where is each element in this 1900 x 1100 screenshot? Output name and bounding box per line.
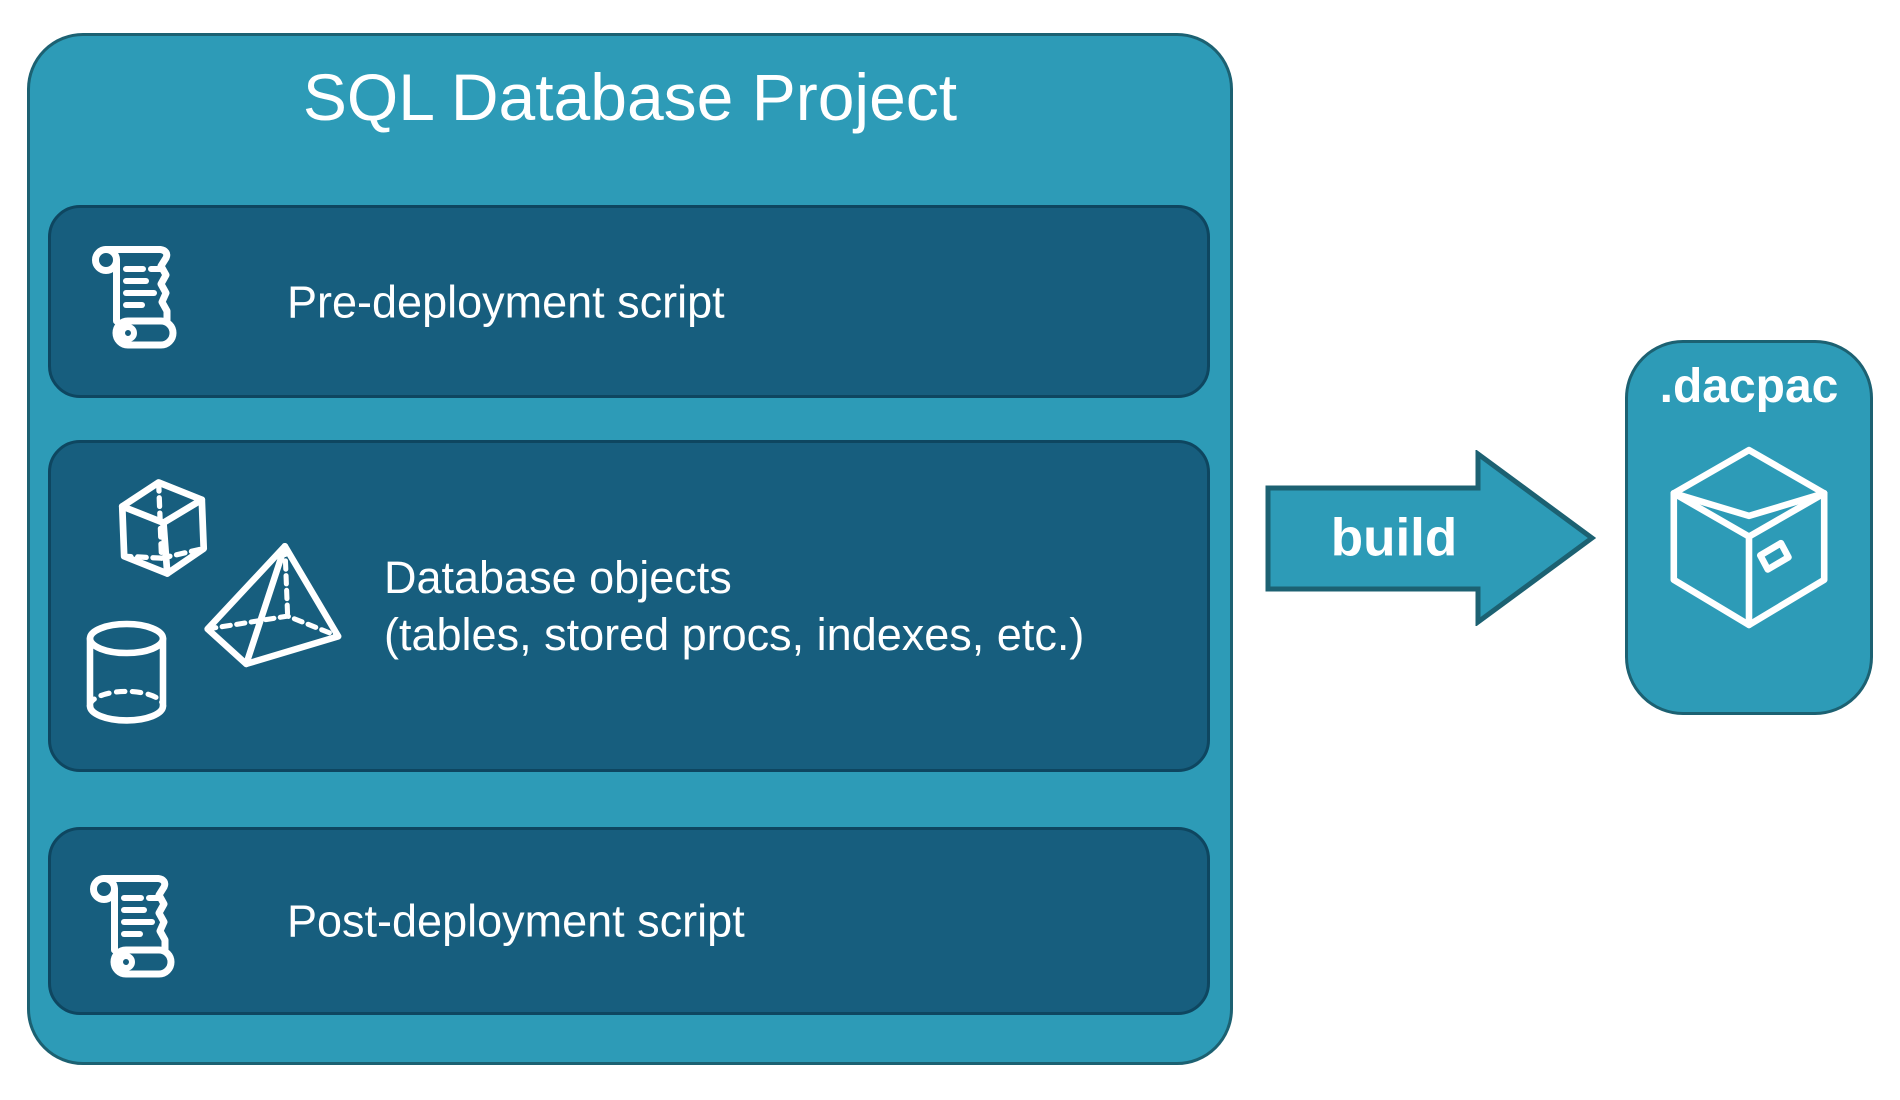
- scroll-icon: [92, 246, 177, 349]
- build-arrow: build: [1264, 450, 1596, 626]
- database-objects-label: Database objects (tables, stored procs, …: [384, 549, 1084, 663]
- database-objects-label-line2: (tables, stored procs, indexes, etc.): [384, 609, 1085, 660]
- post-deployment-label: Post-deployment script: [287, 895, 745, 947]
- database-objects-box: Database objects (tables, stored procs, …: [48, 440, 1210, 772]
- arrow-shape-icon: [1265, 450, 1596, 626]
- dacpac-box: .dacpac: [1625, 340, 1873, 715]
- cylinder-icon: [86, 620, 167, 724]
- database-objects-label-line1: Database objects: [384, 552, 732, 603]
- cube-icon: [118, 479, 208, 577]
- project-title: SQL Database Project: [302, 60, 958, 134]
- build-arrow-label: build: [1330, 508, 1458, 568]
- scroll-icon: [90, 875, 175, 978]
- pyramid-icon: [204, 542, 342, 668]
- post-deployment-box: Post-deployment script: [48, 827, 1210, 1015]
- pre-deployment-label: Pre-deployment script: [287, 276, 725, 327]
- pre-deployment-box: Pre-deployment script: [48, 205, 1210, 398]
- package-icon: [1670, 446, 1828, 629]
- dacpac-label: .dacpac: [1659, 360, 1839, 413]
- sql-database-project-container: SQL Database Project Pre-deployment scri…: [27, 33, 1233, 1065]
